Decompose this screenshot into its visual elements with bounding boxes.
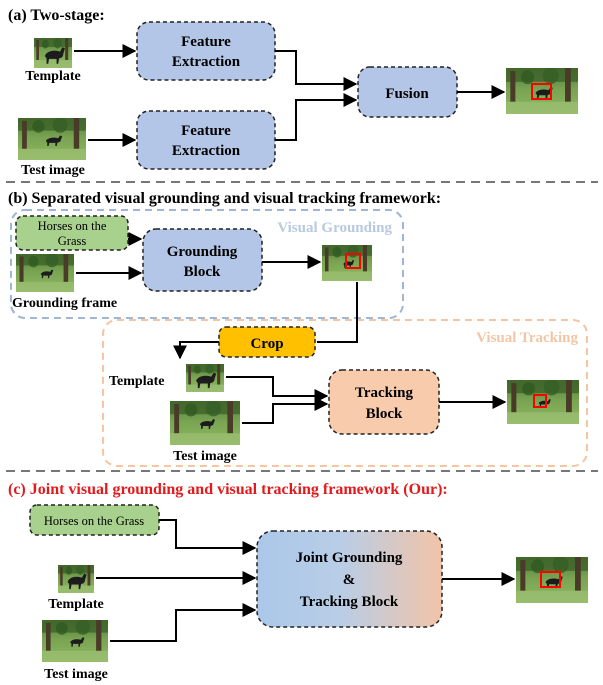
language-b-line2: Grass [58, 234, 87, 248]
template-image-c [58, 565, 94, 593]
grounding-frame-image [16, 254, 74, 292]
joint-line2: & [343, 572, 356, 588]
joint-block [256, 530, 443, 628]
test-label-c: Test image [44, 667, 108, 682]
grounding-block-line2: Block [184, 264, 221, 280]
feature-extraction-top-line2: Extraction [172, 54, 241, 70]
tracking-output-image [507, 380, 579, 424]
visual-grounding-label: Visual Grounding [277, 220, 392, 236]
arrows-a [74, 44, 506, 147]
visual-grounding-region [10, 209, 404, 319]
language-b-line1: Horses on the [38, 219, 107, 233]
template-label-a: Template [25, 69, 80, 84]
test-label-a: Test image [21, 163, 85, 178]
grounding-output-image [322, 245, 372, 281]
output-image-a [506, 68, 578, 114]
tracking-block-line1: Tracking [355, 385, 414, 401]
feature-extraction-block-bottom [136, 110, 276, 170]
section-a-title: (a) Two-stage: [8, 7, 105, 24]
joint-line3: Tracking Block [300, 594, 399, 610]
grounding-block-line1: Grounding [167, 244, 238, 260]
output-image-c [516, 557, 588, 603]
fusion-label: Fusion [385, 86, 429, 102]
language-c: Horses on the Grass [44, 514, 144, 528]
visual-tracking-label: Visual Tracking [476, 330, 578, 346]
visual-tracking-region [102, 319, 588, 467]
section-b-title: (b) Separated visual grounding and visua… [8, 190, 441, 207]
feature-extraction-bottom-line2: Extraction [172, 143, 241, 159]
template-label-c: Template [48, 597, 103, 612]
test-label-b: Test image [173, 449, 237, 464]
test-image-a [18, 118, 86, 160]
template-image-b [186, 364, 224, 392]
feature-extraction-top-line1: Feature [181, 34, 231, 50]
test-image-c [42, 620, 108, 662]
arrows-b [76, 232, 507, 424]
tracking-block-line2: Block [366, 406, 403, 422]
language-box-b [15, 215, 129, 251]
tracking-block [328, 369, 440, 435]
grounding-frame-label: Grounding frame [12, 296, 117, 311]
crop-label: Crop [250, 336, 283, 352]
feature-extraction-block-top [136, 21, 276, 81]
joint-line1: Joint Grounding [296, 550, 403, 566]
template-label-b: Template [109, 374, 164, 389]
test-image-b [170, 401, 240, 445]
feature-extraction-bottom-line1: Feature [181, 123, 231, 139]
section-c-title: (c) Joint visual grounding and visual tr… [8, 481, 448, 498]
arrows-c [96, 519, 516, 642]
grounding-block [142, 228, 263, 292]
template-image-a [34, 38, 72, 68]
